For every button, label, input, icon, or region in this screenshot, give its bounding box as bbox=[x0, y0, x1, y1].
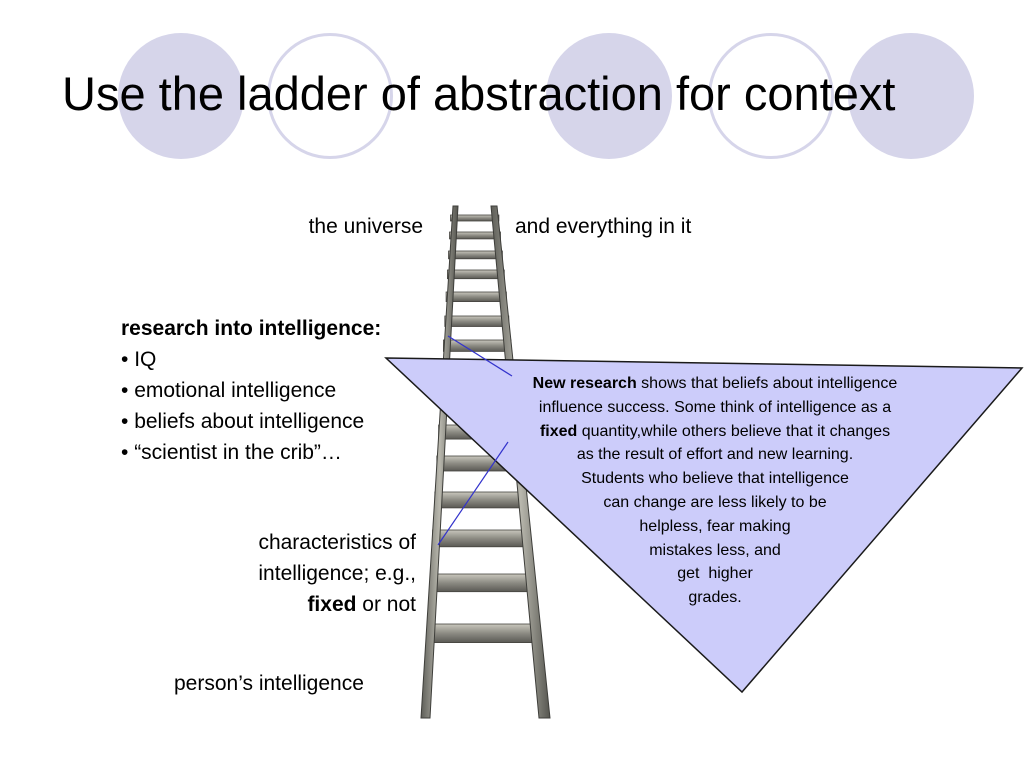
label-everything-in-it: and everything in it bbox=[515, 215, 692, 238]
slide-title: Use the ladder of abstraction for contex… bbox=[62, 67, 896, 120]
callout-line-4: as the result of effort and new learning… bbox=[576, 446, 854, 464]
callout-line-3: fixed quantity,while others believe that… bbox=[539, 422, 891, 440]
callout-line-5: Students who believe that intelligence bbox=[581, 470, 849, 488]
decor-circle-3 bbox=[546, 33, 672, 159]
callout-line-1: New research shows that beliefs about in… bbox=[532, 375, 898, 392]
callout-text: New research shows that beliefs about in… bbox=[420, 372, 1010, 610]
callout-line-7: helpless, fear making bbox=[639, 517, 791, 535]
decor-circle-5 bbox=[848, 33, 974, 159]
characteristics-line-3: fixed or not bbox=[307, 593, 416, 616]
decor-circle-2 bbox=[267, 33, 393, 159]
callout-line-10: grades. bbox=[688, 589, 742, 607]
decor-circle-1 bbox=[118, 33, 244, 159]
label-the-universe: the universe bbox=[308, 215, 423, 238]
callout-shape bbox=[384, 357, 1024, 694]
pointer-line-characteristics bbox=[437, 441, 509, 546]
research-item-iq: IQ bbox=[121, 344, 381, 375]
research-heading: research into intelligence: bbox=[121, 317, 382, 340]
characteristics-line-1: characteristics of bbox=[258, 531, 416, 554]
callout-line-2: influence success. Some think of intelli… bbox=[538, 398, 892, 416]
research-list: IQ emotional intelligence beliefs about … bbox=[121, 344, 381, 468]
ladder-rung bbox=[450, 214, 500, 222]
decor-circle-4 bbox=[708, 33, 834, 159]
ladder-left-rail bbox=[420, 205, 459, 719]
callout-line-6: can change are less likely to be bbox=[603, 493, 827, 511]
label-persons-intelligence: person’s intelligence bbox=[174, 672, 364, 695]
research-block: research into intelligence: IQ emotional… bbox=[121, 313, 381, 468]
research-item-scientist: “scientist in the crib”… bbox=[121, 437, 381, 468]
callout-line-9: get higher bbox=[677, 565, 753, 583]
callout-line-8: mistakes less, and bbox=[649, 541, 781, 559]
label-characteristics: characteristics of intelligence; e.g., f… bbox=[258, 527, 416, 620]
characteristics-line-2: intelligence; e.g., bbox=[258, 562, 416, 585]
pointer-line-research bbox=[447, 335, 513, 377]
research-item-emotional: emotional intelligence bbox=[121, 375, 381, 406]
research-item-beliefs: beliefs about intelligence bbox=[121, 406, 381, 437]
